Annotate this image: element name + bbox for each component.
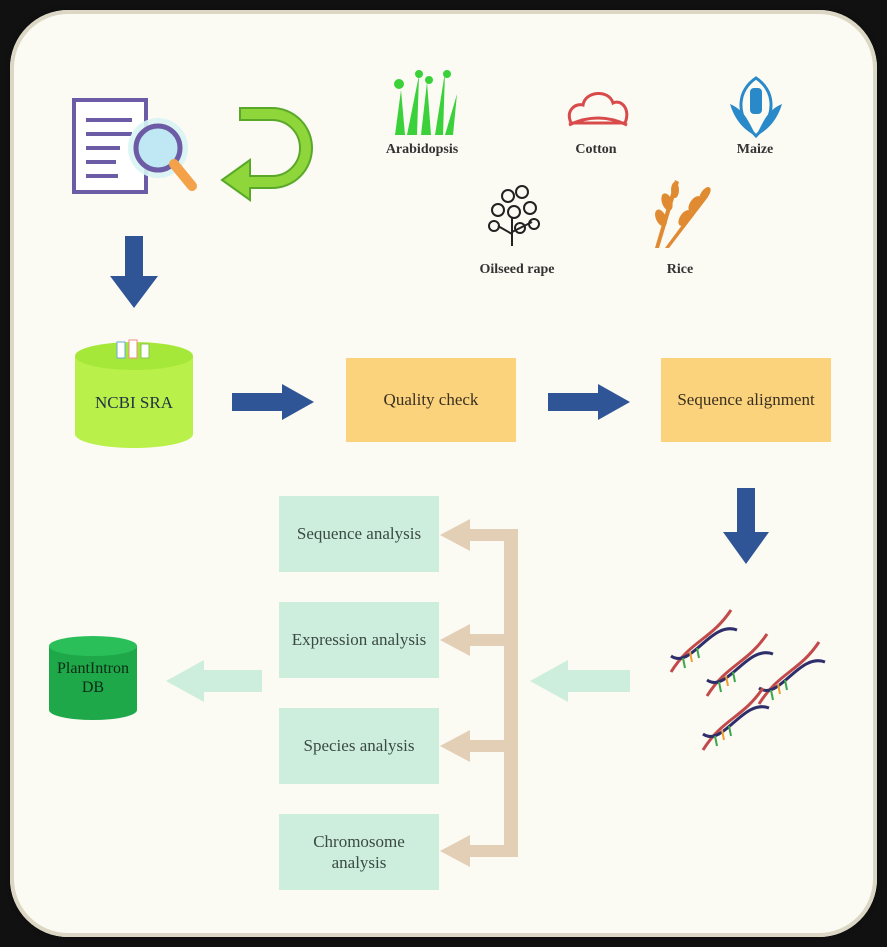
- maize-icon: [730, 76, 782, 139]
- sequence-alignment-box: Sequence alignment: [661, 358, 831, 442]
- expression-analysis-box: Expression analysis: [279, 602, 439, 678]
- maize-label: Maize: [736, 142, 774, 157]
- right-arrow-icon: [548, 384, 630, 420]
- arabidopsis-icon: [394, 70, 457, 135]
- branch-connector: [440, 519, 518, 867]
- oilseed-rape-label: Oilseed rape: [479, 262, 555, 277]
- left-arrow-icon: [166, 660, 262, 702]
- chromosome-analysis-line1: Chromosome: [313, 831, 405, 851]
- left-arrow-icon: [530, 660, 630, 702]
- sequence-analysis-box: Sequence analysis: [279, 496, 439, 572]
- document-search-icon: [72, 98, 197, 194]
- quality-check-box: Quality check: [346, 358, 516, 442]
- down-arrow-icon: [723, 488, 769, 564]
- arabidopsis-label: Arabidopsis: [385, 142, 459, 157]
- down-arrow-icon: [110, 236, 158, 308]
- chromosome-analysis-line2: analysis: [331, 853, 387, 872]
- dna-icon: [669, 609, 826, 751]
- plantintron-db-line1: PlantIntron: [57, 659, 129, 677]
- species-analysis-box: Species analysis: [279, 708, 439, 784]
- rice-icon: [655, 180, 711, 248]
- right-arrow-icon: [232, 384, 314, 420]
- ncbi-sra-label: NCBI SRA: [95, 393, 173, 413]
- ncbi-sra-database-icon: [75, 339, 193, 448]
- chromosome-analysis-box: Chromosome analysis: [279, 814, 439, 890]
- plantintron-db-icon: [49, 636, 137, 720]
- plantintron-db-line2: DB: [81, 679, 105, 696]
- plantintron-db-label: PlantIntron DB: [47, 650, 139, 706]
- oilseed-rape-icon: [488, 185, 540, 246]
- rice-label: Rice: [666, 262, 694, 277]
- cotton-icon: [568, 92, 629, 127]
- refresh-arrow-icon: [220, 107, 313, 202]
- cotton-label: Cotton: [575, 142, 617, 157]
